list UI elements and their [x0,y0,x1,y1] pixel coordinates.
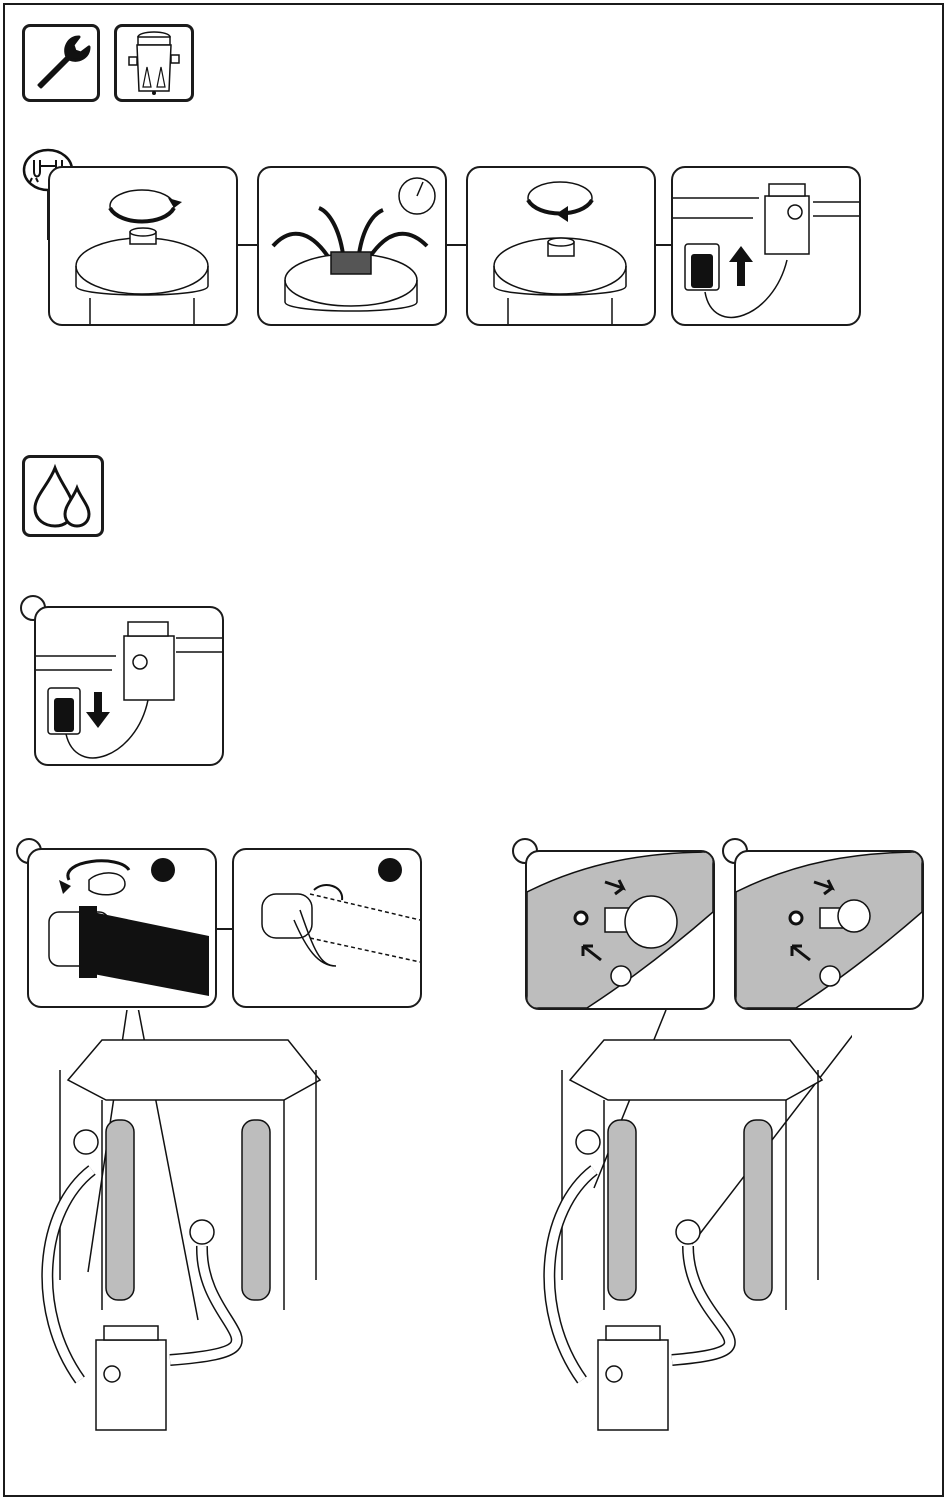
connector-line [238,244,258,246]
step-close-air-valve [466,166,656,326]
step-unplug-power [34,606,224,766]
connector-line [656,244,672,246]
step-water-spurts-out [257,166,447,326]
connector-line [217,928,233,930]
strainer-connector-a [525,850,715,1010]
hose-clamp-detail-b [232,848,422,1008]
wrench-icon [22,24,100,102]
step-open-air-valve [48,166,238,326]
pool-with-pump-right [522,1010,852,1440]
filter-pump-icon [114,24,194,102]
hose-clamp-detail-a [27,848,217,1008]
pool-with-pump-left [20,1010,350,1440]
strainer-connector-b [734,850,924,1010]
connector-line [447,244,467,246]
water-drops-icon [22,455,104,537]
step-plug-in-power [671,166,861,326]
